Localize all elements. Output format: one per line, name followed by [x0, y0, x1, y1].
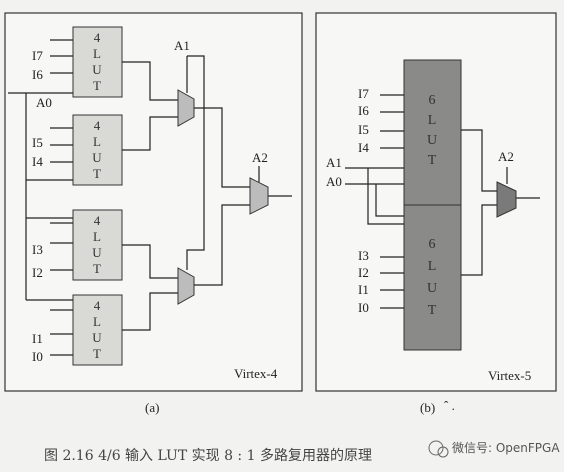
lut-text: L — [93, 314, 101, 329]
select-label: A2 — [252, 150, 268, 165]
lut-text: L — [428, 113, 437, 128]
wechat-icon — [428, 440, 444, 456]
input-label: I5 — [358, 122, 369, 137]
lut4-2: 4 L U T — [72, 114, 123, 186]
input-label: I3 — [358, 248, 369, 263]
lut-text: L — [93, 134, 101, 149]
mux-a1-bottom — [177, 267, 195, 305]
panel-a-internal-wires — [122, 55, 292, 331]
input-label: I0 — [32, 349, 43, 364]
input-label: I0 — [358, 300, 369, 315]
input-label: I6 — [358, 103, 369, 118]
lut-text: T — [428, 153, 437, 168]
lut-text: T — [428, 303, 437, 318]
input-label: I2 — [32, 265, 43, 280]
lut-text: 4 — [94, 298, 101, 313]
lut-text: L — [93, 46, 101, 61]
family-label: Virtex-4 — [234, 366, 278, 381]
lut4-4: 4 L U T — [72, 294, 123, 366]
a0-bus — [8, 92, 73, 301]
input-label: I4 — [358, 140, 369, 155]
input-label: I3 — [32, 242, 43, 257]
mux-a1-top — [177, 89, 195, 127]
lut6-bottom: 6 L U T — [403, 204, 462, 351]
lut-text: U — [427, 133, 437, 148]
lut-text: U — [92, 62, 102, 77]
watermark-text: 微信号: OpenFPGA — [452, 441, 560, 455]
input-label: I5 — [32, 135, 43, 150]
lut-text: U — [427, 281, 437, 296]
lut-text: U — [92, 245, 102, 260]
panel-b-mark: ˆ . — [444, 398, 455, 413]
select-label: A0 — [36, 95, 52, 110]
lut4-3: 4 L U T — [72, 209, 123, 281]
select-label: A1 — [326, 155, 342, 170]
lut-text: 6 — [429, 93, 436, 108]
input-label: I2 — [358, 265, 369, 280]
lut-text: T — [93, 166, 101, 181]
family-label: Virtex-5 — [488, 368, 531, 383]
lut-text: T — [93, 261, 101, 276]
lut-text: T — [93, 346, 101, 361]
select-label: A0 — [326, 174, 342, 189]
lut-text: T — [93, 78, 101, 93]
lut-text: 4 — [94, 213, 101, 228]
panel-a-label: (a) — [145, 400, 159, 415]
figure-caption: 图 2.16 4/6 输入 LUT 实现 8 : 1 多路复用器的原理 — [44, 447, 372, 464]
lut-text: L — [93, 229, 101, 244]
select-label: A2 — [498, 149, 514, 164]
lut6-top: 6 L U T — [403, 59, 462, 206]
input-label: I1 — [358, 282, 369, 297]
panel-a-input-wires — [50, 39, 73, 356]
input-label: I7 — [358, 86, 369, 101]
input-label: I6 — [32, 67, 43, 82]
lut-text: 6 — [429, 237, 436, 252]
watermark: 微信号: OpenFPGA — [428, 440, 560, 458]
lut-text: 4 — [94, 30, 101, 45]
input-label: I1 — [32, 331, 43, 346]
mux-b-a2 — [496, 181, 517, 218]
panel-b-wires — [345, 94, 540, 309]
panel-b-label: (b) — [420, 400, 435, 415]
lut-text: 4 — [94, 118, 101, 133]
mux-a2 — [249, 177, 269, 215]
lut-text: U — [92, 330, 102, 345]
input-label: I4 — [32, 154, 43, 169]
lut-text: L — [428, 259, 437, 274]
lut-text: U — [92, 150, 102, 165]
select-label: A1 — [174, 38, 190, 53]
input-label: I7 — [32, 48, 43, 63]
lut4-1: 4 L U T — [72, 26, 123, 98]
